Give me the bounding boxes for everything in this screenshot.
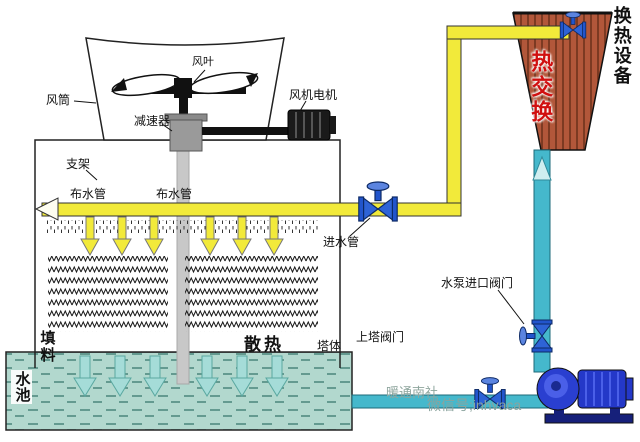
fan-motor: [202, 109, 336, 141]
heat-exchange-label: 热交换: [528, 50, 554, 125]
hot-water-pipes: [34, 25, 570, 221]
leader-lines: [73, 69, 525, 325]
spray-zone: [46, 220, 318, 234]
fan-assembly: [111, 71, 259, 116]
fan-blade-tip-left: [111, 78, 127, 92]
flow-arrow-left: [34, 197, 59, 221]
fan-hub: [174, 78, 192, 98]
fan-blade-tip-right: [246, 73, 258, 87]
upper-tower-valve-label: 上塔阀门: [356, 330, 405, 344]
fan-motor-label: 风机电机: [289, 88, 338, 102]
tower-body-label: 塔体: [317, 339, 342, 353]
fan-duct-label: 风筒: [46, 93, 71, 107]
inlet-pipe-label: 进水管: [323, 235, 360, 249]
heat-exchanger: [512, 11, 613, 151]
heat-exchange-equipment-label: 换热设备: [611, 6, 632, 86]
water-pool-label: 水池: [11, 370, 32, 404]
support-label: 支架: [66, 157, 91, 171]
water-distribution-pipe-label-left: 布水管: [70, 187, 107, 201]
fan-blade-label: 风叶: [192, 56, 214, 68]
fill-material: [48, 256, 318, 332]
heat-dissipation-label: 散热: [244, 335, 284, 354]
water-pump: [536, 367, 634, 424]
fill-material-label: 填料: [38, 330, 56, 364]
gearbox: [164, 113, 208, 152]
reducer-label: 减速器: [134, 114, 171, 128]
water-distribution-pipe-label-right: 布水管: [156, 187, 193, 201]
watermark-brand: 暖通南社: [386, 385, 439, 400]
watermark-wechat-id: 微信号;inhvaca: [427, 397, 522, 413]
pump-inlet-valve-label: 水泵进口阀门: [441, 276, 514, 290]
flow-arrow-up: [532, 155, 552, 181]
